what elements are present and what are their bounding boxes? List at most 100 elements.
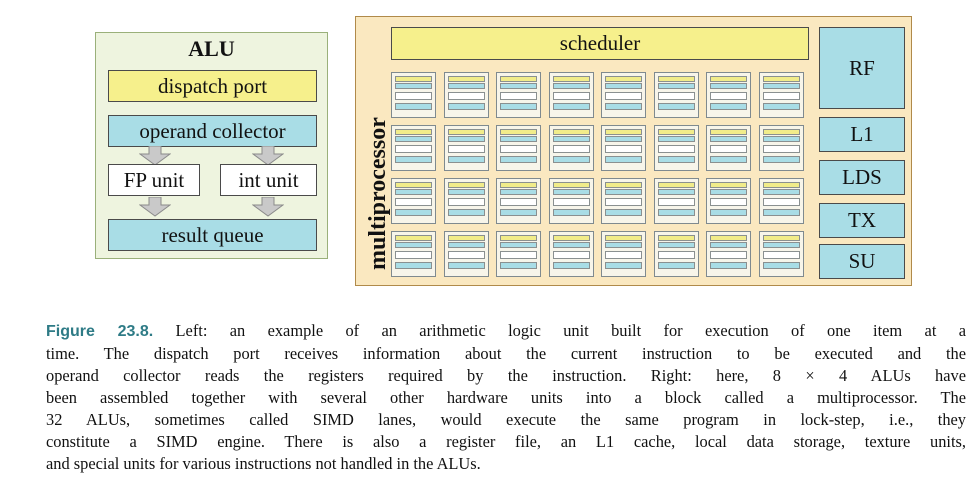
mini-alu-part — [710, 83, 747, 89]
int-unit-box: int unit — [220, 164, 317, 196]
caption-line-6: constitute a SIMD engine. There is also … — [46, 432, 966, 451]
mini-alu-part — [395, 198, 432, 206]
mini-alu-part — [710, 145, 747, 153]
multiprocessor-label: multiprocessor — [365, 117, 391, 270]
mini-alu-part — [605, 209, 642, 216]
mini-alu — [758, 72, 804, 118]
mini-alu-part — [447, 103, 485, 110]
mini-alu-part — [710, 129, 747, 135]
mini-alu-part — [395, 76, 432, 82]
mini-alu-part — [605, 251, 642, 259]
mini-alu-part — [395, 209, 432, 216]
mini-alu-part — [762, 76, 800, 82]
mini-alu-part — [447, 129, 485, 135]
rf-box: RF — [819, 27, 905, 109]
mini-alu-part — [395, 83, 432, 89]
mini-alu-part — [710, 182, 747, 188]
tx-box: TX — [819, 203, 905, 238]
mini-alu — [601, 231, 646, 277]
mini-alu-part — [762, 129, 800, 135]
mini-alu-part — [762, 262, 800, 269]
mini-alu-part — [605, 198, 642, 206]
fp-unit-box: FP unit — [108, 164, 200, 196]
down-arrow-icon — [139, 146, 171, 166]
mini-alu-part — [395, 251, 432, 259]
mini-alu-part — [657, 182, 695, 188]
mini-alu-part — [552, 103, 590, 110]
mini-alu-part — [500, 209, 537, 216]
mini-alu-part — [500, 145, 537, 153]
mini-alu-part — [447, 156, 485, 163]
mini-alu-part — [395, 136, 432, 142]
down-arrow-icon — [252, 146, 284, 166]
mini-alu-part — [500, 242, 537, 248]
mini-alu — [653, 125, 699, 171]
mini-alu-part — [552, 156, 590, 163]
figure-caption: Figure 23.8. Left: an example of an arit… — [46, 320, 966, 475]
mini-alu-part — [395, 92, 432, 100]
mini-alu-part — [447, 262, 485, 269]
alu-grid — [391, 72, 811, 284]
mini-alu-part — [552, 145, 590, 153]
mini-alu-part — [447, 189, 485, 195]
mini-alu-part — [762, 156, 800, 163]
mini-alu-part — [657, 92, 695, 100]
mini-alu-part — [762, 209, 800, 216]
mini-alu — [391, 72, 436, 118]
mini-alu-part — [605, 235, 642, 241]
mini-alu-part — [710, 235, 747, 241]
mini-alu-part — [657, 242, 695, 248]
mini-alu-part — [710, 136, 747, 142]
scheduler-box: scheduler — [391, 27, 809, 60]
mini-alu-part — [762, 189, 800, 195]
mini-alu-part — [500, 235, 537, 241]
mini-alu-part — [552, 76, 590, 82]
mini-alu-part — [500, 156, 537, 163]
mini-alu-part — [605, 182, 642, 188]
mini-alu — [601, 178, 646, 224]
mini-alu-part — [395, 103, 432, 110]
caption-line-5: 32 ALUs, sometimes called SIMD lanes, wo… — [46, 410, 966, 429]
l1-box: L1 — [819, 117, 905, 152]
mini-alu-part — [395, 156, 432, 163]
mini-alu — [758, 178, 804, 224]
caption-line-7: and special units for various instructio… — [46, 454, 481, 473]
mini-alu-part — [762, 251, 800, 259]
mini-alu-part — [762, 92, 800, 100]
mini-alu-part — [447, 83, 485, 89]
mini-alu-part — [657, 198, 695, 206]
mini-alu-part — [657, 129, 695, 135]
caption-line-3: operand collector reads the registers re… — [46, 366, 966, 385]
mini-alu-part — [710, 189, 747, 195]
alu-diagram: ALU dispatch port operand collector FP u… — [95, 32, 328, 259]
mini-alu — [496, 231, 541, 277]
mini-alu-part — [762, 83, 800, 89]
mini-alu-part — [447, 136, 485, 142]
mini-alu — [391, 231, 436, 277]
mini-alu-part — [605, 136, 642, 142]
caption-line-4: been assembled together with several oth… — [46, 388, 966, 407]
mini-alu-part — [657, 83, 695, 89]
mini-alu — [496, 72, 541, 118]
mini-alu-part — [447, 92, 485, 100]
mini-alu-part — [500, 251, 537, 259]
mini-alu — [706, 178, 751, 224]
mini-alu-part — [657, 103, 695, 110]
mini-alu-part — [447, 76, 485, 82]
mini-alu-part — [500, 103, 537, 110]
caption-line-1: Figure 23.8. Left: an example of an arit… — [46, 320, 966, 343]
mini-alu-part — [657, 189, 695, 195]
mini-alu-part — [552, 182, 590, 188]
mini-alu-part — [500, 83, 537, 89]
mini-alu-part — [395, 145, 432, 153]
mini-alu-part — [447, 251, 485, 259]
mini-alu-part — [605, 145, 642, 153]
mini-alu-part — [710, 198, 747, 206]
mini-alu-part — [710, 103, 747, 110]
mini-alu-part — [552, 209, 590, 216]
mini-alu-part — [710, 262, 747, 269]
mini-alu — [653, 231, 699, 277]
mini-alu — [548, 72, 594, 118]
mini-alu-part — [657, 235, 695, 241]
mini-alu-part — [395, 189, 432, 195]
